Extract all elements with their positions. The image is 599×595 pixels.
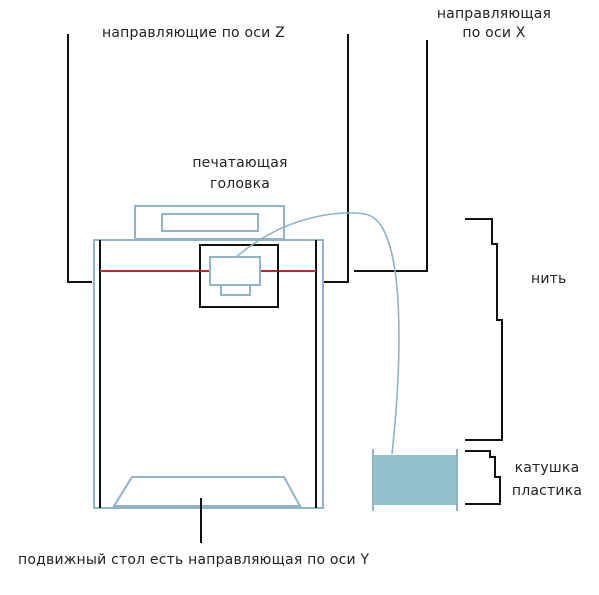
printer-frame <box>93 239 324 509</box>
print-head-nozzle <box>220 284 251 296</box>
print-head-top-inner <box>161 213 259 232</box>
print-head-label-line1: печатающая <box>192 155 288 171</box>
spool-body <box>374 455 456 505</box>
filament-bracket <box>465 218 503 441</box>
x-guide-label-line1: направляющая <box>436 6 552 22</box>
moving-table <box>112 476 302 507</box>
z-guide-pointer-left <box>67 34 92 283</box>
spool-label-line1: катушка <box>514 460 580 476</box>
z-guide-pointer-right <box>323 34 349 283</box>
y-table-label: подвижный стол есть направляющая по оси … <box>18 552 370 568</box>
print-head-top-block <box>134 205 285 240</box>
filament-line <box>234 212 400 455</box>
spool-bracket <box>465 450 501 505</box>
print-head-label-line2: головка <box>209 176 271 192</box>
z-guides-label: направляющие по оси Z <box>102 25 285 41</box>
x-guide-label-line2: по оси X <box>462 25 526 41</box>
spool-label-line2: пластика <box>511 483 583 499</box>
filament-label: нить <box>531 271 567 287</box>
x-guide-pointer <box>354 40 428 272</box>
